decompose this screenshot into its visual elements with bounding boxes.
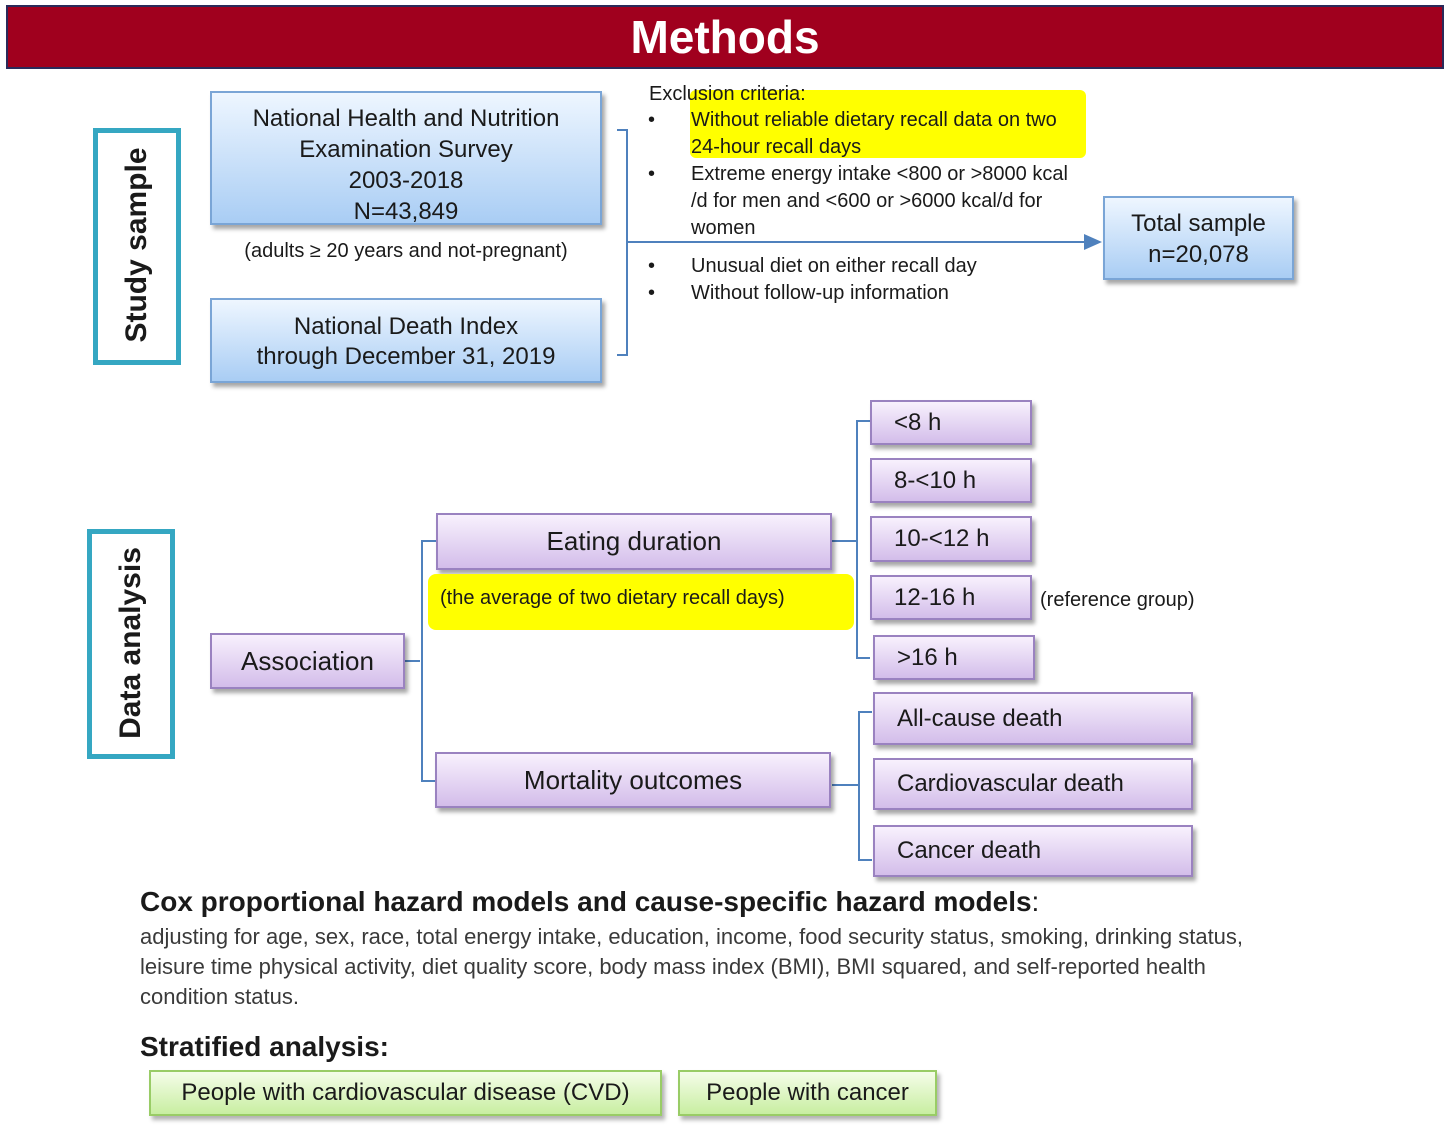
data-analysis-label: Data analysis [114, 547, 147, 739]
cox-models-description: adjusting for age, sex, race, total ener… [140, 924, 1244, 1009]
duration-lt8-box: <8 h [870, 400, 1032, 445]
ndi-line: National Death Index [293, 313, 519, 340]
total-sample-line: n=20,078 [1148, 241, 1249, 268]
nhanes-line: National Health and Nutrition [252, 105, 560, 132]
exclusion-item: Extreme energy intake <800 or >8000 kcal… [648, 161, 1078, 242]
duration-8-10-box: 8-<10 h [870, 458, 1032, 503]
exclusion-title: Exclusion criteria: [649, 83, 806, 105]
ndi-box: National Death Index through December 31… [210, 298, 602, 383]
duration-12-16-box: 12-16 h [870, 575, 1032, 620]
methods-header: Methods [6, 5, 1444, 69]
nhanes-line: Examination Survey [299, 136, 513, 163]
duration-10-12-box: 10-<12 h [870, 516, 1032, 562]
cvd-group-box: People with cardiovascular disease (CVD) [149, 1070, 662, 1116]
exclusion-list-bottom: Unusual diet on either recall day Withou… [648, 253, 1078, 307]
total-sample-box: Total sample n=20,078 [1103, 196, 1294, 280]
exclusion-item: Without follow-up information [648, 280, 1078, 307]
study-sample-frame [93, 128, 181, 365]
cox-models-colon: : [1031, 886, 1040, 917]
nhanes-line: 2003-2018 [348, 167, 464, 194]
cancer-group-box: People with cancer [678, 1070, 937, 1116]
reference-group-note: (reference group) [1040, 589, 1195, 611]
eating-duration-note: (the average of two dietary recall days) [440, 587, 785, 609]
cardiovascular-death-box: Cardiovascular death [873, 758, 1193, 810]
exclusion-list-top: Without reliable dietary recall data on … [648, 107, 1078, 242]
cancer-death-box: Cancer death [873, 825, 1193, 877]
ndi-line: through December 31, 2019 [256, 343, 556, 370]
duration-gt16-box: >16 h [873, 635, 1035, 680]
cox-models-title: Cox proportional hazard models and cause… [140, 886, 1032, 917]
study-sample-label: Study sample [120, 147, 153, 343]
eating-duration-box: Eating duration [436, 513, 832, 570]
nhanes-box: National Health and Nutrition Examinatio… [210, 91, 602, 225]
adults-note: (adults ≥ 20 years and not-pregnant) [244, 240, 568, 262]
exclusion-item: Unusual diet on either recall day [648, 253, 1078, 280]
stratified-heading: Stratified analysis: [140, 1031, 389, 1062]
total-sample-line: Total sample [1131, 210, 1266, 237]
arrow-head [1084, 234, 1102, 250]
data-analysis-frame [87, 529, 175, 759]
cox-models-heading: Cox proportional hazard models and cause… [140, 886, 1340, 918]
nhanes-line: N=43,849 [353, 198, 459, 225]
all-cause-death-box: All-cause death [873, 692, 1193, 745]
eating-note-highlight [428, 574, 854, 630]
mortality-outcomes-box: Mortality outcomes [435, 752, 831, 808]
association-box: Association [210, 633, 405, 689]
exclusion-item: Without reliable dietary recall data on … [648, 107, 1078, 161]
